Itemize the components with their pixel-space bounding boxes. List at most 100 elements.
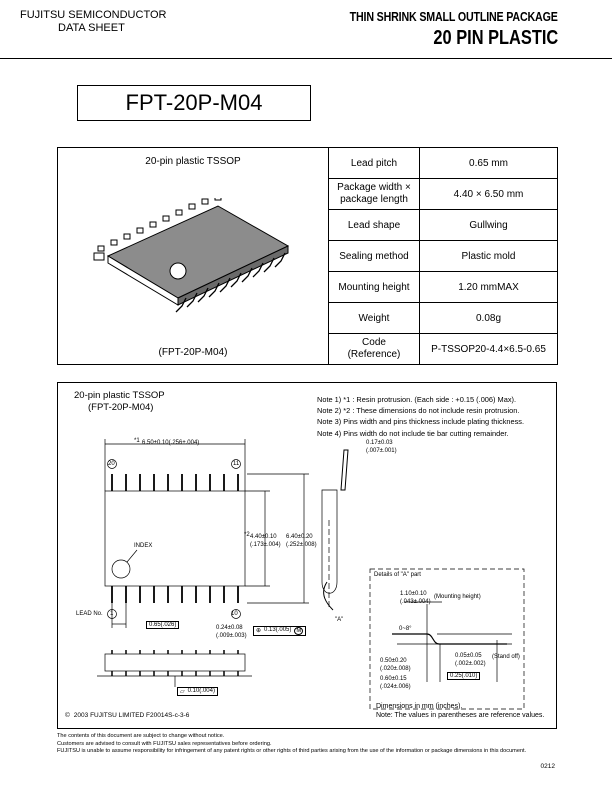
dims-note-reference: Note: The values in parentheses are refe… <box>376 712 545 719</box>
pitch-dim: 0.65(.026) <box>146 621 180 629</box>
spec-label: Package width × package length <box>328 178 420 210</box>
part-number-box: FPT-20P-M04 <box>77 85 311 121</box>
footer-disclaimer: The contents of this document are subjec… <box>57 733 526 756</box>
package-image-cell: 20-pin plastic TSSOP <box>57 147 329 365</box>
header-left: FUJITSU SEMICONDUCTOR DATA SHEET <box>20 9 166 35</box>
lead-width-in: (.009±.003) <box>216 633 247 639</box>
width-total-dim: 6.40±0.20 (.252±.008) <box>286 533 317 549</box>
copyright-text: 2003 FUJITSU LIMITED F20014S-c-3-6 <box>73 712 190 719</box>
drawing-title: 20-pin plastic TSSOP <box>74 390 165 401</box>
standoff-mm: 0.05±0.05 <box>455 653 482 659</box>
pin20-label: 20 <box>108 461 115 467</box>
spec-label-line: Code <box>362 337 386 348</box>
foot-length-in: (.020±.008) <box>380 666 411 672</box>
position-tolerance-value: 0.13(.005) <box>264 627 292 633</box>
copyright-icon: © <box>65 712 70 719</box>
mount-height-in: (.043±.004) <box>400 599 431 605</box>
lead-thickness-in: (.007±.001) <box>366 448 397 454</box>
spec-value: Plastic mold <box>419 240 558 272</box>
note-4: Note 4) Pins width do not include tie ba… <box>317 428 509 438</box>
pin20-marker <box>107 459 117 469</box>
lead-no-label: LEAD No. <box>76 611 103 617</box>
width2-in: (.173±.004) <box>250 542 281 548</box>
pin11-marker <box>231 459 241 469</box>
spec-value: 0.65 mm <box>419 147 558 179</box>
spec-label-line: (Reference) <box>347 349 401 360</box>
spec-label: Lead shape <box>328 209 420 241</box>
detail-a-title: Details of "A" part <box>374 572 421 578</box>
width2-mm: 4.40±0.10 <box>250 534 277 540</box>
package-3d-image <box>93 198 290 313</box>
dimension-notes: Dimensions in mm (inches). Note: The val… <box>376 702 544 720</box>
width-total-in: (.252±.008) <box>286 542 317 548</box>
package-code: (FPT-20P-M04) <box>158 347 228 358</box>
width-total-mm: 6.40±0.20 <box>286 534 313 540</box>
mount-height-mm: 1.10±0.10 <box>400 591 427 597</box>
foot-length2-mm: 0.60±0.15 <box>380 676 407 682</box>
spec-label-line: package length <box>340 194 408 205</box>
lead-thickness-mm: 0.17±0.03 <box>366 440 393 446</box>
detail-a-box <box>369 568 525 710</box>
index-label: INDEX <box>134 543 153 549</box>
mount-height-dim: 1.10±0.10 (.043±.004) <box>400 590 431 606</box>
mount-height-label: (Mounting height) <box>434 594 481 600</box>
note-2: Note 2) *2 : These dimensions do not inc… <box>317 406 520 416</box>
part-number: FPT-20P-M04 <box>125 90 263 115</box>
position-tolerance-icon: ⊕ <box>256 628 262 634</box>
footer-line3: FUJITSU is unable to assume responsibili… <box>57 748 527 755</box>
angle-dim: 0~8° <box>399 626 412 632</box>
lead-thickness-dim: 0.17±0.03 (.007±.001) <box>366 439 397 455</box>
package-outline-drawing <box>97 439 525 710</box>
note-1: Note 1) *1 : Resin protrusion. (Each sid… <box>317 395 517 404</box>
footer-line1: The contents of this document are subjec… <box>57 733 225 739</box>
position-tolerance-frame: ⊕ 0.13(.005) M <box>253 626 307 636</box>
package-title-line2: 20 PIN PLASTIC <box>433 27 558 49</box>
flatness-frame: ⏥ 0.10(.004) <box>177 687 218 696</box>
spec-value: 1.20 mmMAX <box>419 271 558 303</box>
dimension-drawing-box <box>57 382 557 729</box>
header-divider <box>0 58 612 59</box>
note-3: Note 3) Pins width and pins thickness in… <box>317 417 525 427</box>
foot-length-mm: 0.50±0.20 <box>380 658 407 664</box>
spec-value: 0.08g <box>419 302 558 334</box>
copyright-line: © 2003 FUJITSU LIMITED F20014S-c-3-6 <box>65 712 189 719</box>
width2-dim: 4.40±0.10 (.173±.004) <box>250 533 281 549</box>
index-mark <box>111 559 131 579</box>
side-view-body <box>321 489 338 594</box>
length-dim: 6.50±0.10(.256±.004) <box>142 440 200 446</box>
footer-line2: Customers are advised to consult with FU… <box>57 740 272 747</box>
spec-label: Weight <box>328 302 420 334</box>
spec-value: P-TSSOP20-4.4×6.5-0.65 <box>419 333 558 365</box>
lead-width-mm: 0.24±0.08 <box>216 625 243 631</box>
notes-block: Note 1) *1 : Resin protrusion. (Each sid… <box>317 394 553 439</box>
position-tolerance-ref: M <box>294 627 304 635</box>
package-body-top <box>106 205 290 299</box>
standoff-dim: 0.05±0.05 (.002±.002) <box>455 652 486 668</box>
front-leads <box>175 252 286 313</box>
standoff-label: (Stand off) <box>492 654 520 660</box>
lead-width-dim: 0.24±0.08 (.009±.003) <box>216 624 247 640</box>
package-title: 20-pin plastic TSSOP <box>145 156 241 167</box>
foot-length-dim: 0.50±0.20 (.020±.008) <box>380 657 411 673</box>
length-mark: *1 <box>134 438 140 444</box>
flatness-icon: ⏥ <box>180 689 185 695</box>
spec-label: Mounting height <box>328 271 420 303</box>
drawing-title-block: 20-pin plastic TSSOP (FPT-20P-M04) <box>74 390 165 414</box>
spec-label: Lead pitch <box>328 147 420 179</box>
foot-length2-in: (.024±.006) <box>380 684 411 690</box>
foot-length2-dim: 0.60±0.15 (.024±.006) <box>380 675 411 691</box>
top-leads <box>111 474 239 491</box>
spec-label-line: Package width × <box>337 182 411 193</box>
dims-note-units: Dimensions in mm (inches). <box>376 703 463 710</box>
standoff-in: (.002±.002) <box>455 661 486 667</box>
spec-label: Code (Reference) <box>328 333 420 365</box>
pin1-index-mark <box>169 262 187 280</box>
back-leads <box>93 198 222 261</box>
pin10-marker <box>231 609 241 619</box>
drawing-code: (FPT-20P-M04) <box>88 402 154 413</box>
bottom-leads <box>111 586 239 603</box>
gauge-dim: 0.25(.010) <box>447 672 481 680</box>
doc-type: DATA SHEET <box>58 22 125 34</box>
spec-value: Gullwing <box>419 209 558 241</box>
width2-mark: *2 <box>244 532 250 538</box>
